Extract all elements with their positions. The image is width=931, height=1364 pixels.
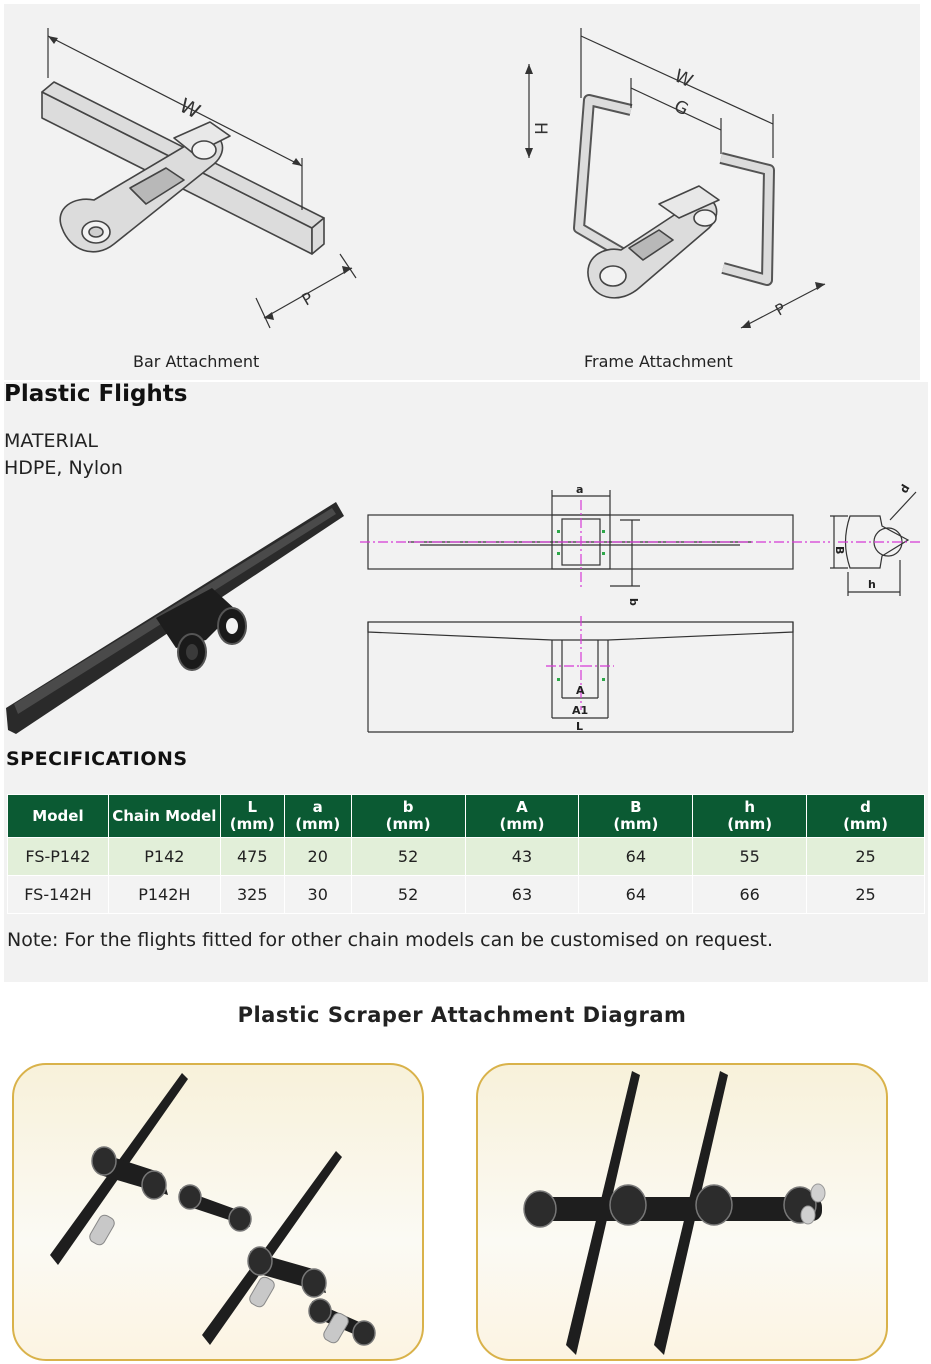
plastic-flights-title: Plastic Flights [4,381,188,407]
cell-chain-model: P142H [107,875,221,914]
drawing-label-b: b [627,598,640,606]
frame-attachment-drawing: W H G P [525,28,826,329]
header-b-small: b(mm) [350,794,466,838]
cell-a-small: 20 [283,837,352,876]
cell-model: FS-142H [7,875,109,914]
header-chain-model: Chain Model [107,794,221,838]
plastic-flight-technical-drawing: a b B h d A A1 L [360,482,922,733]
bar-attachment-caption: Bar Attachment [133,352,260,371]
material-value: HDPE, Nylon [4,457,123,479]
cell-b-capital: 64 [578,837,694,876]
cell-d: 25 [806,875,925,914]
assembled-chain-photo [476,1063,888,1361]
drawing-label-A1: A1 [572,704,588,717]
cell-a-small: 30 [283,875,352,914]
header-a-capital: A(mm) [464,794,580,838]
cell-model: FS-P142 [7,837,109,876]
bar-p-label: P [299,288,317,309]
table-row: FS-142H P142H 325 30 52 63 64 66 25 [7,875,925,914]
drawing-label-a: a [576,483,583,496]
frame-h-label: H [530,122,550,135]
header-a-small: a(mm) [283,794,352,838]
customisation-note: Note: For the flights fitted for other c… [7,929,774,951]
drawing-label-h: h [868,578,876,591]
table-header-row: Model Chain Model L(mm) a(mm) b(mm) A(mm… [7,794,925,838]
scraper-diagram-title: Plastic Scraper Attachment Diagram [237,1003,687,1027]
header-d: d(mm) [806,794,925,838]
header-h: h(mm) [692,794,808,838]
material-label: MATERIAL [4,430,98,452]
cell-a-capital: 43 [464,837,580,876]
drawing-label-A: A [576,684,585,697]
exploded-assembly-photo [12,1063,424,1361]
table-row: FS-P142 P142 475 20 52 43 64 55 25 [7,837,925,876]
cell-chain-model: P142 [107,837,221,876]
frame-w-label: W [671,65,696,92]
cell-l: 325 [219,875,285,914]
header-b-capital: B(mm) [578,794,694,838]
frame-p-label: P [772,299,789,319]
drawing-label-B: B [833,546,846,554]
drawing-label-d: d [897,482,912,495]
cell-h: 55 [692,837,808,876]
frame-attachment-caption: Frame Attachment [584,352,733,371]
cell-b-small: 52 [350,837,466,876]
cell-l: 475 [219,837,285,876]
bar-attachment-drawing: W P [41,28,357,329]
header-l: L(mm) [219,794,285,838]
cell-b-small: 52 [350,875,466,914]
plastic-flight-photo [6,502,344,734]
specifications-title: SPECIFICATIONS [6,748,188,770]
specifications-table: Model Chain Model L(mm) a(mm) b(mm) A(mm… [7,794,925,914]
header-model: Model [7,794,109,838]
cell-h: 66 [692,875,808,914]
drawing-label-L: L [576,720,583,733]
attachment-drawings-panel: W P Bar Attachment [4,4,920,380]
frame-g-label: G [671,96,691,120]
bar-w-label: W [176,93,205,123]
cell-b-capital: 64 [578,875,694,914]
cell-d: 25 [806,837,925,876]
cell-a-capital: 63 [464,875,580,914]
